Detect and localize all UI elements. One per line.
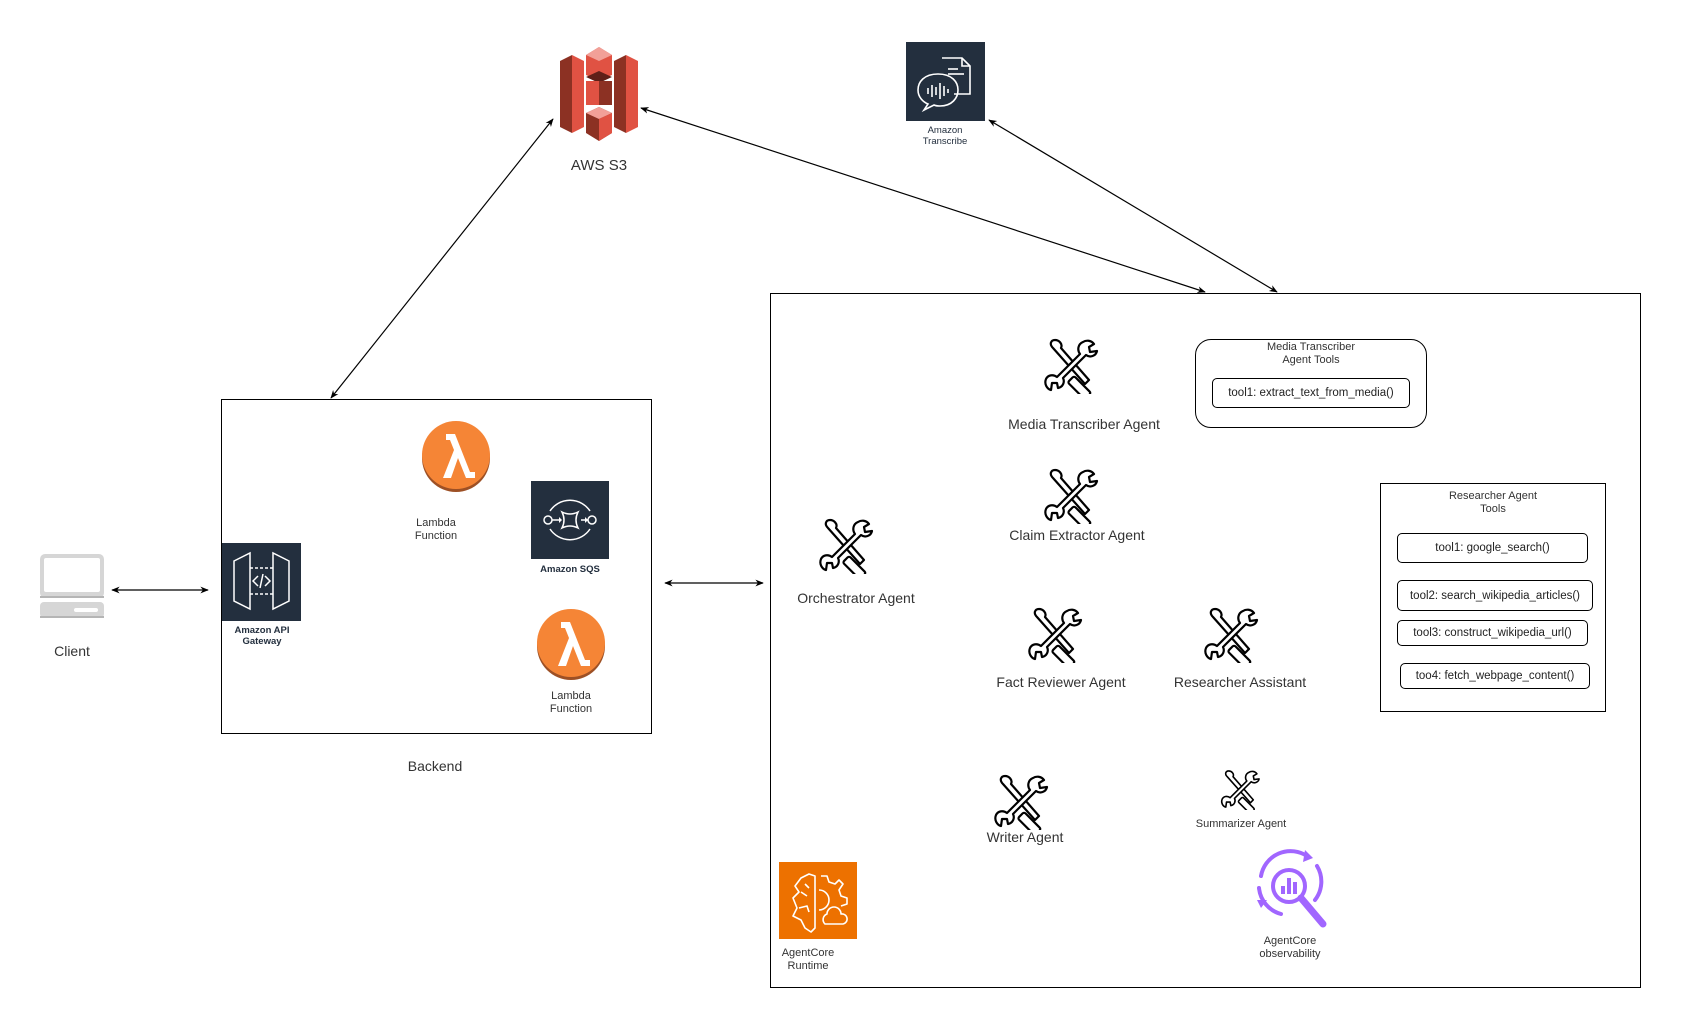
lambda2-label-line2: Function [549, 703, 593, 716]
researcher-assistant-label: Researcher Assistant [1173, 674, 1307, 690]
fact-reviewer-agent-label: Fact Reviewer Agent [996, 674, 1126, 690]
media-tools-title-line1: Media Transcriber [1266, 341, 1356, 353]
client-label: Client [54, 643, 90, 659]
backend-label: Backend [407, 758, 463, 774]
s3-bucket-icon [560, 47, 638, 141]
summarizer-agent-label: Summarizer Agent [1195, 818, 1287, 830]
transcribe-label-line1: Amazon [927, 125, 963, 136]
claim-extractor-agent-icon [1044, 468, 1099, 524]
claim-extractor-agent-label: Claim Extractor Agent [1009, 527, 1145, 543]
client-computer-icon [40, 554, 104, 618]
media-transcriber-agent-icon [1044, 338, 1099, 394]
fact-reviewer-agent-icon [1028, 607, 1083, 663]
agentcore-runtime-label-line1: AgentCore [781, 947, 835, 959]
lambda2-label: Lambda Function [546, 690, 596, 716]
writer-agent-icon [994, 774, 1049, 830]
api-gateway-label-line2: Gateway [242, 636, 282, 648]
summarizer-agent-icon [1220, 770, 1260, 810]
transcribe-label-line2: Transcribe [922, 136, 968, 148]
agentcore-runtime-label-line2: Runtime [787, 960, 829, 973]
agentcore-observability-icon [1257, 849, 1327, 928]
arrow-backend-s3 [330, 118, 554, 399]
researcher-tools-title: Researcher Agent Tools [1381, 490, 1605, 516]
researcher-tools-title-line2: Tools [1480, 503, 1506, 516]
api-gateway-label: Amazon API Gateway [218, 625, 306, 648]
agentcore-observability-label-line1: AgentCore [1263, 935, 1317, 947]
arrow-transcribe-agentcore [988, 119, 1278, 293]
media-tool-extract-text: tool1: extract_text_from_media() [1212, 378, 1410, 408]
lambda1-label: Lambda Function [411, 517, 461, 543]
agentcore-runtime-icon [779, 862, 857, 939]
media-transcriber-agent-label: Media Transcriber Agent [1008, 416, 1160, 432]
lambda1-label-line2: Function [414, 530, 458, 543]
researcher-tools-title-line1: Researcher Agent [1448, 490, 1538, 502]
researcher-tool-construct-wikipedia-url: tool3: construct_wikipedia_url() [1397, 620, 1588, 646]
agentcore-observability-label: AgentCore observability [1250, 935, 1330, 961]
api-gateway-icon [222, 543, 301, 621]
lambda-function-icon [422, 421, 490, 492]
amazon-transcribe-icon [906, 42, 985, 121]
lambda1-label-line1: Lambda [416, 517, 456, 529]
orchestrator-agent-icon [819, 518, 874, 574]
media-tools-title-line2: Agent Tools [1282, 354, 1340, 367]
amazon-sqs-icon [531, 481, 609, 559]
lambda-function-icon [537, 609, 605, 680]
researcher-tool-google-search: tool1: google_search() [1397, 533, 1588, 563]
researcher-assistant-icon [1204, 607, 1259, 663]
researcher-tool-search-wikipedia: tool2: search_wikipedia_articles() [1397, 580, 1593, 611]
lambda2-label-line1: Lambda [551, 690, 591, 702]
media-tools-title: Media Transcriber Agent Tools [1196, 341, 1426, 367]
researcher-tool-fetch-webpage: too4: fetch_webpage_content() [1400, 663, 1590, 689]
s3-label: AWS S3 [570, 157, 628, 174]
agentcore-observability-label-line2: observability [1259, 948, 1321, 961]
sqs-label: Amazon SQS [540, 564, 600, 575]
orchestrator-agent-label: Orchestrator Agent [797, 590, 915, 606]
api-gateway-label-line1: Amazon API [234, 625, 290, 636]
transcribe-label: Amazon Transcribe [905, 125, 985, 148]
writer-agent-label: Writer Agent [986, 829, 1064, 845]
agentcore-runtime-label: AgentCore Runtime [778, 947, 838, 973]
